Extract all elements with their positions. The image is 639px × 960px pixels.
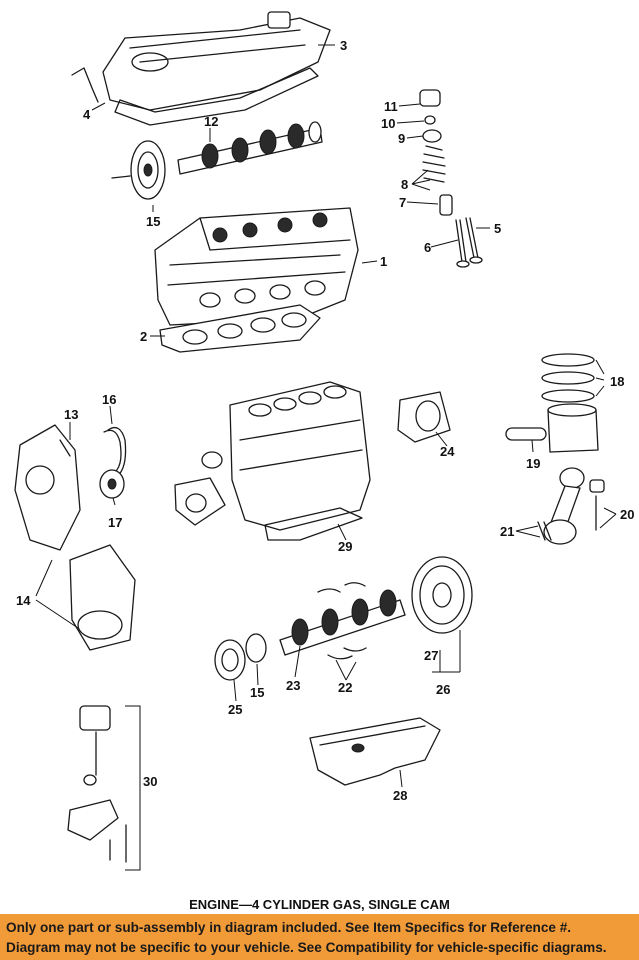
callout-28: 28 (393, 788, 407, 803)
rear-seal-housing-part (397, 391, 451, 443)
callout-29: 29 (338, 539, 352, 554)
timing-cover-upper-part (14, 424, 81, 551)
leader-lines (35, 44, 617, 871)
callout-12: 12 (204, 114, 218, 129)
engine-block-part (174, 381, 371, 531)
callout-21: 21 (500, 524, 514, 539)
cylinder-head-part (154, 207, 359, 326)
oil-pump-part (67, 705, 127, 863)
callout-17: 17 (108, 515, 122, 530)
callout-labels: 1 2 3 4 5 6 7 8 9 10 11 12 13 14 15 15 1… (16, 38, 634, 803)
flywheel-part (411, 556, 473, 634)
callout-15-upper: 15 (146, 214, 160, 229)
callout-2: 2 (140, 329, 147, 344)
connecting-rod-part (537, 467, 605, 545)
callout-18: 18 (610, 374, 624, 389)
gasket-strip-part (71, 67, 99, 103)
callout-20: 20 (620, 507, 634, 522)
callout-15-lower: 15 (250, 685, 264, 700)
callout-11: 11 (384, 99, 398, 114)
oil-pan-gasket-part (264, 507, 363, 541)
engine-exploded-diagram: 1 2 3 4 5 6 7 8 9 10 11 12 13 14 15 15 1… (14, 11, 634, 871)
timing-belt-part (103, 426, 127, 479)
callout-14: 14 (16, 593, 31, 608)
disclaimer-banner: Only one part or sub-assembly in diagram… (0, 914, 639, 960)
callout-1: 1 (380, 254, 387, 269)
callout-7: 7 (399, 195, 406, 210)
callout-24: 24 (440, 444, 455, 459)
callout-27: 27 (424, 648, 438, 663)
callout-13: 13 (64, 407, 78, 422)
disclaimer-line-2: Diagram may not be specific to your vehi… (6, 940, 607, 955)
crankshaft-part (279, 582, 406, 660)
callout-6: 6 (424, 240, 431, 255)
valve-train-parts (419, 89, 483, 268)
callout-3: 3 (340, 38, 347, 53)
callout-23: 23 (286, 678, 300, 693)
timing-cover-lower-part (69, 544, 136, 651)
cam-sprocket-part (111, 140, 166, 200)
oil-pan-part (309, 717, 441, 786)
callout-22: 22 (338, 680, 352, 695)
callout-26: 26 (436, 682, 450, 697)
callout-25: 25 (228, 702, 242, 717)
valve-cover-part (102, 11, 331, 126)
callout-8: 8 (401, 177, 408, 192)
disclaimer-line-1: Only one part or sub-assembly in diagram… (6, 920, 572, 935)
head-gasket-part (159, 304, 321, 353)
callout-5: 5 (494, 221, 501, 236)
tensioner-pulley-part (99, 469, 125, 499)
camshaft-part (177, 121, 323, 175)
diagram-caption: ENGINE—4 CYLINDER GAS, SINGLE CAM (189, 897, 450, 912)
callout-30: 30 (143, 774, 157, 789)
crank-pulley-part (214, 633, 267, 681)
callout-19: 19 (526, 456, 540, 471)
piston-rings-part (505, 353, 599, 453)
callout-16: 16 (102, 392, 116, 407)
callout-10: 10 (381, 116, 395, 131)
callout-4: 4 (83, 107, 91, 122)
callout-9: 9 (398, 131, 405, 146)
